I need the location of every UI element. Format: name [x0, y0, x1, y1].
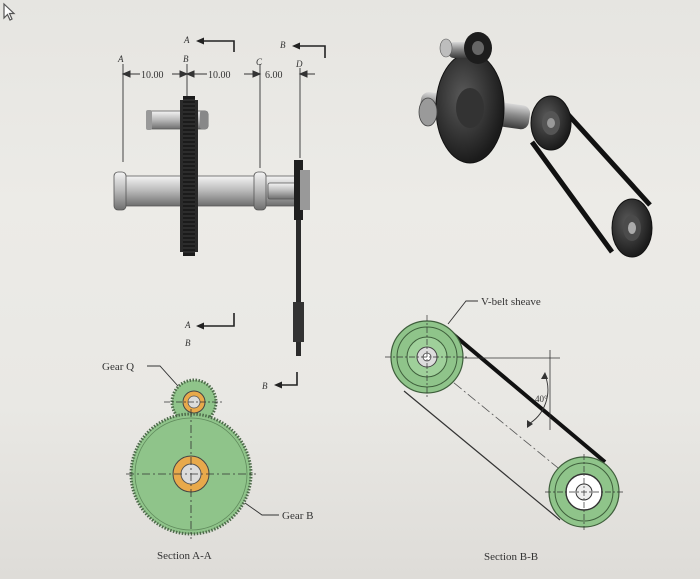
cursor-icon: [3, 2, 16, 21]
gear-q: [164, 378, 224, 426]
station-b-bottom-label: B: [185, 338, 191, 348]
station-c-label: C: [256, 57, 263, 67]
station-b-label: B: [183, 54, 189, 64]
isometric-view: [418, 32, 653, 258]
gear-q-label: Gear Q: [102, 361, 134, 373]
section-arrow-b-bottom: [278, 372, 298, 386]
v-belt-sheave-label: V-belt sheave: [481, 296, 541, 308]
dimension-cd: 6.00: [265, 70, 283, 81]
dimension-chain: [121, 70, 315, 78]
section-arrow-b-top: [296, 45, 326, 58]
station-d-label: D: [295, 59, 303, 69]
section-arrow-a-top: [200, 40, 235, 52]
section-aa-caption: Section A-A: [157, 550, 212, 562]
section-bb: 40° V-belt sheave: [385, 296, 623, 563]
section-mark-a-top: A: [183, 35, 190, 45]
section-mark-b-bottom: B: [262, 381, 268, 391]
section-mark-b-top: B: [280, 40, 286, 50]
dimension-bc: 10.00: [208, 70, 231, 81]
gear-b-label: Gear B: [282, 510, 313, 522]
angle-label: 40°: [535, 394, 548, 404]
section-bb-caption: Section B-B: [484, 551, 538, 563]
upper-shaft: [146, 110, 209, 130]
section-mark-a-bottom: A: [184, 320, 191, 330]
extension-lines: [122, 64, 301, 168]
gear-b-side: [180, 96, 198, 256]
dimension-ab: 10.00: [141, 70, 164, 81]
sheave-side: [293, 160, 310, 356]
section-aa: Gear Q Gear B Section A-A: [102, 361, 313, 562]
gear-b: [126, 409, 256, 539]
v-belt-sheave-lower: [545, 454, 623, 530]
main-shaft: [113, 171, 309, 211]
front-view: 10.00 10.00 6.00 A B C D A B: [113, 35, 326, 391]
section-arrow-a-bottom: [200, 313, 235, 327]
v-belt-sheave-upper: [385, 315, 469, 399]
station-a-label: A: [117, 54, 124, 64]
